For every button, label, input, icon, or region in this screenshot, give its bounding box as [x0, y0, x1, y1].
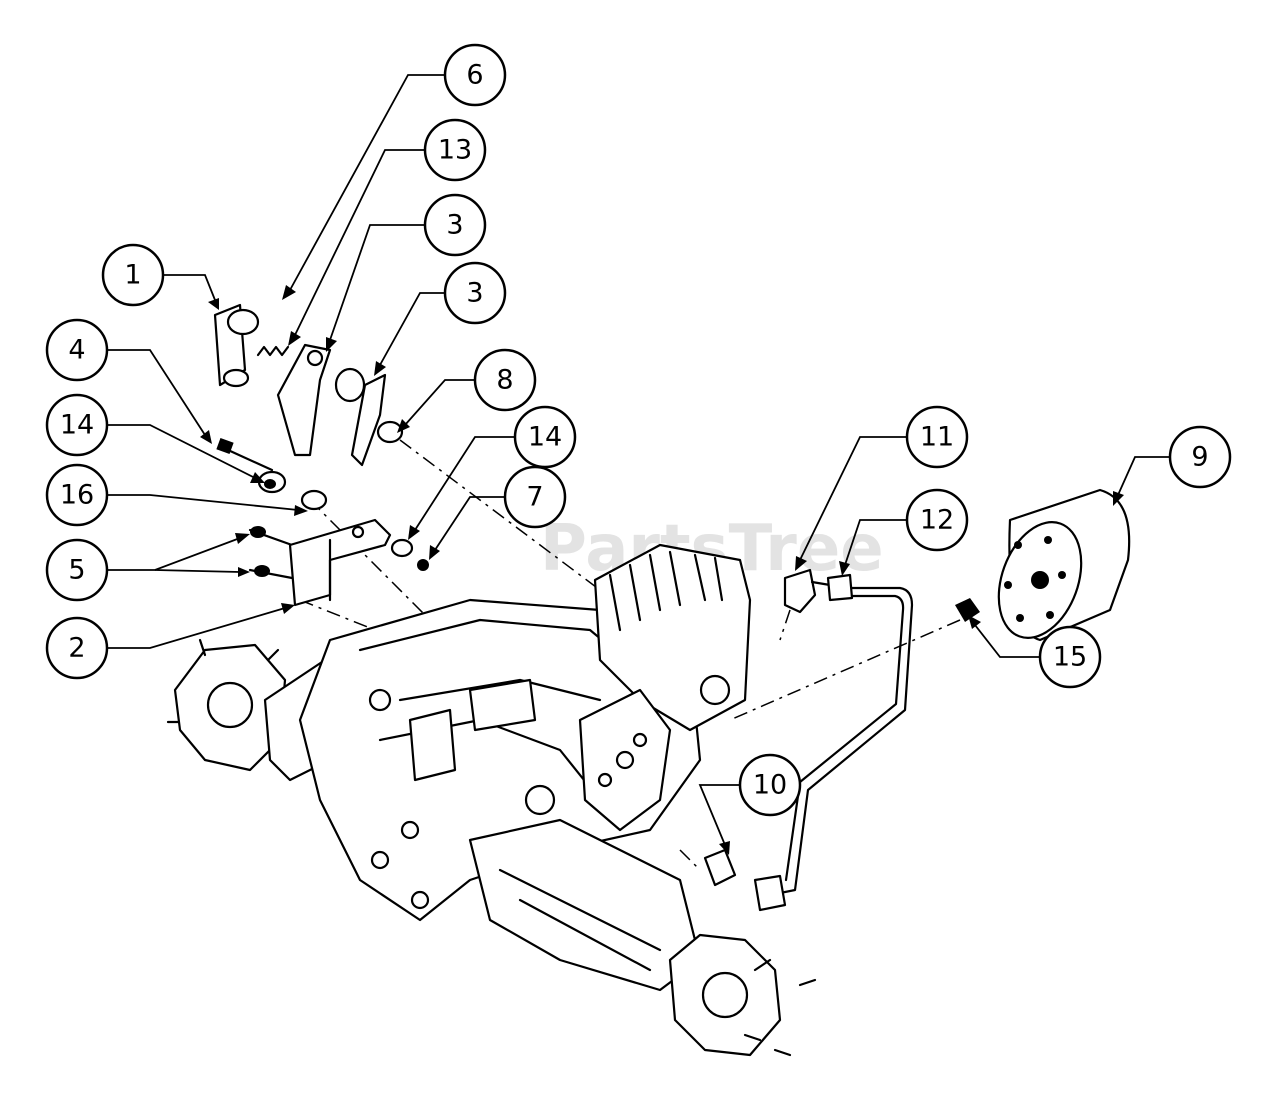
callout-10: 10 — [698, 753, 802, 855]
transaxle-assembly — [166, 543, 817, 1057]
callout-6: 6 — [282, 43, 507, 300]
callout-8: 8 — [397, 348, 537, 433]
callout-label: 15 — [1053, 642, 1087, 673]
callout-16: 16 — [45, 463, 308, 527]
callout-label: 14 — [60, 410, 94, 441]
callout-3-top: 3 — [326, 193, 487, 352]
callout-2: 2 — [45, 603, 295, 680]
callout-label: 3 — [446, 210, 463, 241]
callout-1: 1 — [101, 243, 219, 310]
callout-14-left: 14 — [45, 393, 265, 483]
part-5-bolts — [248, 526, 294, 580]
callout-label: 11 — [920, 422, 954, 453]
callout-label: 6 — [466, 60, 483, 91]
callout-label: 5 — [68, 555, 85, 586]
callout-label: 3 — [466, 278, 483, 309]
part-13-spring — [256, 345, 290, 357]
part-16-washer — [300, 489, 328, 511]
part-10-fitting — [703, 848, 737, 887]
callout-label: 4 — [68, 335, 85, 366]
callout-12: 12 — [839, 488, 969, 576]
part-3-bracket-b — [334, 367, 387, 467]
callout-4: 4 — [45, 318, 212, 444]
part-2-mount-plate — [288, 518, 392, 607]
callout-14-right: 14 — [408, 405, 577, 540]
callout-label: 16 — [60, 480, 94, 511]
part-8-o-ring — [376, 420, 404, 444]
callout-label: 7 — [526, 482, 543, 513]
callout-11: 11 — [795, 405, 969, 571]
callout-label: 1 — [124, 260, 141, 291]
callout-label: 8 — [496, 365, 513, 396]
callout-5: 5 — [45, 533, 250, 602]
callout-label: 13 — [438, 135, 472, 166]
part-9-oil-filter — [997, 488, 1131, 642]
callout-label: 2 — [68, 633, 85, 664]
callout-13: 13 — [288, 118, 487, 346]
callout-7: 7 — [429, 465, 567, 560]
callout-label: 10 — [753, 770, 787, 801]
part-7-nut — [417, 559, 429, 571]
part-15-adapter — [955, 598, 980, 622]
callout-label: 9 — [1191, 442, 1208, 473]
callout-3-middle: 3 — [374, 261, 507, 376]
part-1-control-arm — [213, 303, 260, 388]
part-12-oil-line — [753, 573, 914, 912]
callout-label: 14 — [528, 422, 562, 453]
callout-15: 15 — [968, 615, 1102, 689]
part-14-washer-b — [390, 538, 414, 558]
part-4-bolt — [216, 437, 274, 472]
part-11-elbow-fitting — [783, 568, 832, 614]
callout-label: 12 — [920, 505, 954, 536]
callout-9: 9 — [1113, 425, 1232, 506]
part-3-bracket-a — [276, 343, 332, 457]
